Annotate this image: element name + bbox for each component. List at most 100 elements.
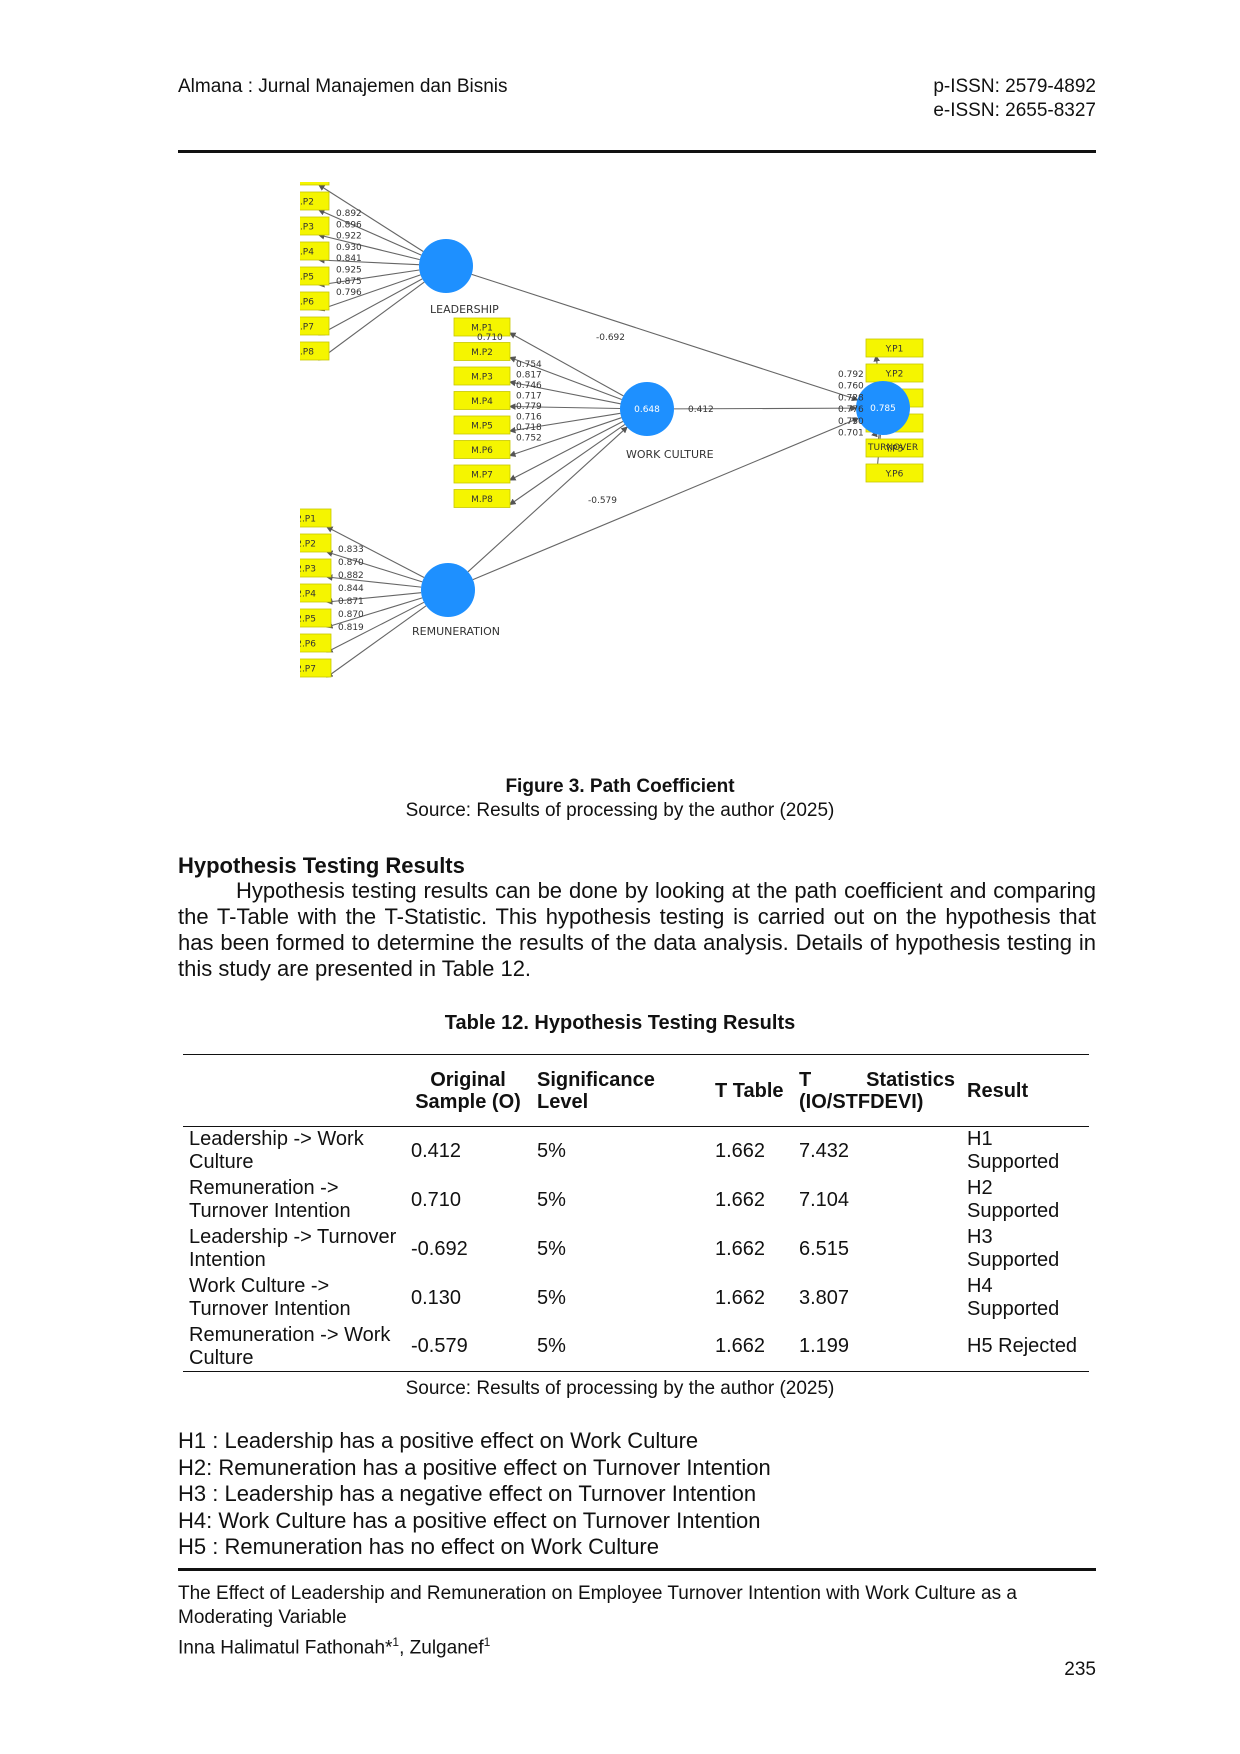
path-line (673, 404, 858, 412)
cell-tstat: 7.432 (799, 1139, 850, 1162)
loading-line (318, 278, 423, 336)
loading-value: 0.882 (338, 571, 364, 581)
indicator-box-label: X1.P3 (300, 223, 314, 233)
header-ttable: T Table (715, 1079, 784, 1102)
header-result: Result (967, 1079, 1029, 1102)
indicator-box (453, 489, 511, 508)
indicator-box-label: X2.P6 (300, 640, 316, 650)
work-culture-r2: 0.648 (634, 405, 660, 415)
indicator-box-label: X2.P5 (300, 615, 316, 625)
turnover-label: TURNOVER (867, 443, 918, 453)
loading-value: 0.792 (838, 370, 864, 380)
loading-line (317, 269, 420, 288)
cell-significance: 5% (537, 1286, 566, 1309)
indicator-box-label: Y.P5 (885, 445, 904, 455)
journal-name: Almana : Jurnal Manajemen dan Bisnis (178, 76, 508, 97)
cell-ttable: 1.662 (715, 1237, 766, 1260)
loading-value: 0.760 (838, 382, 864, 392)
loading-value: 0.817 (516, 371, 542, 381)
cell-tstat: 7.104 (799, 1188, 850, 1211)
loading-value: 0.896 (336, 220, 362, 230)
table-row: Work Culture -> Turnover Intention 0.130… (183, 1274, 1089, 1323)
loading-line (509, 420, 624, 481)
cell-tstat: 3.807 (799, 1286, 850, 1309)
loading-value: 0.871 (338, 597, 364, 607)
e-issn: e-ISSN: 2655-8327 (933, 100, 1096, 121)
loading-value: 0.718 (516, 423, 542, 433)
cell-ttable: 1.662 (715, 1188, 766, 1211)
turnover-node (856, 381, 910, 435)
hypothesis-item: H5 : Remuneration has no effect on Work … (178, 1534, 659, 1559)
author-2: , Zulganef (399, 1637, 484, 1659)
loading-value: 0.870 (338, 558, 364, 568)
loading-value: 0.875 (336, 277, 362, 287)
remuneration-label: REMUNERATION (412, 625, 500, 638)
indicator-box-label: X2.P2 (300, 540, 316, 550)
section-title: Hypothesis Testing Results (178, 853, 465, 878)
section-paragraph: Hypothesis testing results can be done b… (178, 878, 1096, 981)
loading-line (509, 332, 624, 397)
indicator-box-label: Y.P2 (885, 370, 904, 380)
loading-line (318, 281, 425, 361)
cell-ttable: 1.662 (715, 1139, 766, 1162)
leadership-node (419, 239, 473, 293)
path-coefficient: -0.692 (596, 333, 625, 343)
loading-value: 0.925 (336, 266, 362, 276)
path-line (472, 417, 860, 581)
cell-ttable: 1.662 (715, 1335, 766, 1358)
indicator-box-label: M.P6 (471, 446, 493, 456)
cell-significance: 5% (537, 1237, 566, 1260)
path-coefficient: 0.412 (688, 405, 714, 415)
loading-value: 0.870 (338, 610, 364, 620)
loading-line (326, 601, 425, 653)
loading-line (326, 605, 427, 678)
header-rule (178, 150, 1096, 153)
path-line (467, 426, 628, 573)
cell-relation: Work Culture -> Turnover Intention (189, 1275, 351, 1320)
indicator-box-label: X1.P2 (300, 198, 314, 208)
loading-value: 0.716 (516, 413, 542, 423)
remuneration-node (421, 563, 475, 617)
cell-original: 0.710 (411, 1188, 462, 1211)
loading-line (318, 184, 424, 252)
loading-value: 0.892 (336, 209, 362, 219)
loading-value: 0.844 (338, 584, 364, 594)
loading-line (509, 423, 626, 506)
indicator-box (453, 366, 511, 386)
footer-authors: Inna Halimatul Fathonah*1, Zulganef1 (178, 1630, 490, 1660)
path-line (471, 273, 859, 402)
indicator-box-label: X2.P4 (300, 590, 316, 600)
loading-value: 0.930 (336, 243, 362, 253)
work-culture-label: WORK CULTURE (626, 448, 714, 461)
indicator-box (453, 415, 511, 435)
indicator-box (453, 391, 511, 410)
page-number: 235 (1064, 1659, 1096, 1680)
hypothesis-item: H4: Work Culture has a positive effect o… (178, 1507, 761, 1533)
indicator-box-label: Y.P6 (885, 470, 904, 480)
cell-result: H2 Supported (967, 1177, 1060, 1222)
indicator-box-label: M.P7 (471, 471, 493, 481)
loading-line (317, 233, 420, 261)
loading-line (508, 356, 622, 401)
loading-value: 0.779 (516, 402, 542, 412)
cell-relation: Remuneration -> Turnover Intention (189, 1177, 351, 1222)
loading-value: 0.819 (338, 623, 364, 633)
cell-significance: 5% (537, 1335, 566, 1358)
indicator-box-label: M.P8 (471, 495, 493, 505)
cell-tstat: 6.515 (799, 1237, 850, 1260)
indicator-box-label: X2.P7 (300, 665, 316, 675)
loading-line (317, 209, 422, 256)
path-coefficient: -0.579 (588, 496, 617, 506)
loading-value: 0.717 (516, 392, 542, 402)
figure-title: Figure 3. Path Coefficient (505, 776, 735, 797)
indicator-box (865, 363, 924, 383)
indicator-box (453, 342, 511, 361)
loading-value: 0.746 (516, 381, 542, 391)
loading-value: 0.833 (338, 545, 364, 555)
loading-value: 0.750 (838, 417, 864, 427)
loading-line (325, 597, 423, 629)
indicator-box-label: X1.P6 (300, 298, 314, 308)
table-title: Table 12. Hypothesis Testing Results (444, 1012, 796, 1034)
cell-relation: Leadership -> Turnover Intention (189, 1226, 397, 1271)
loading-value: 0.841 (336, 254, 362, 264)
